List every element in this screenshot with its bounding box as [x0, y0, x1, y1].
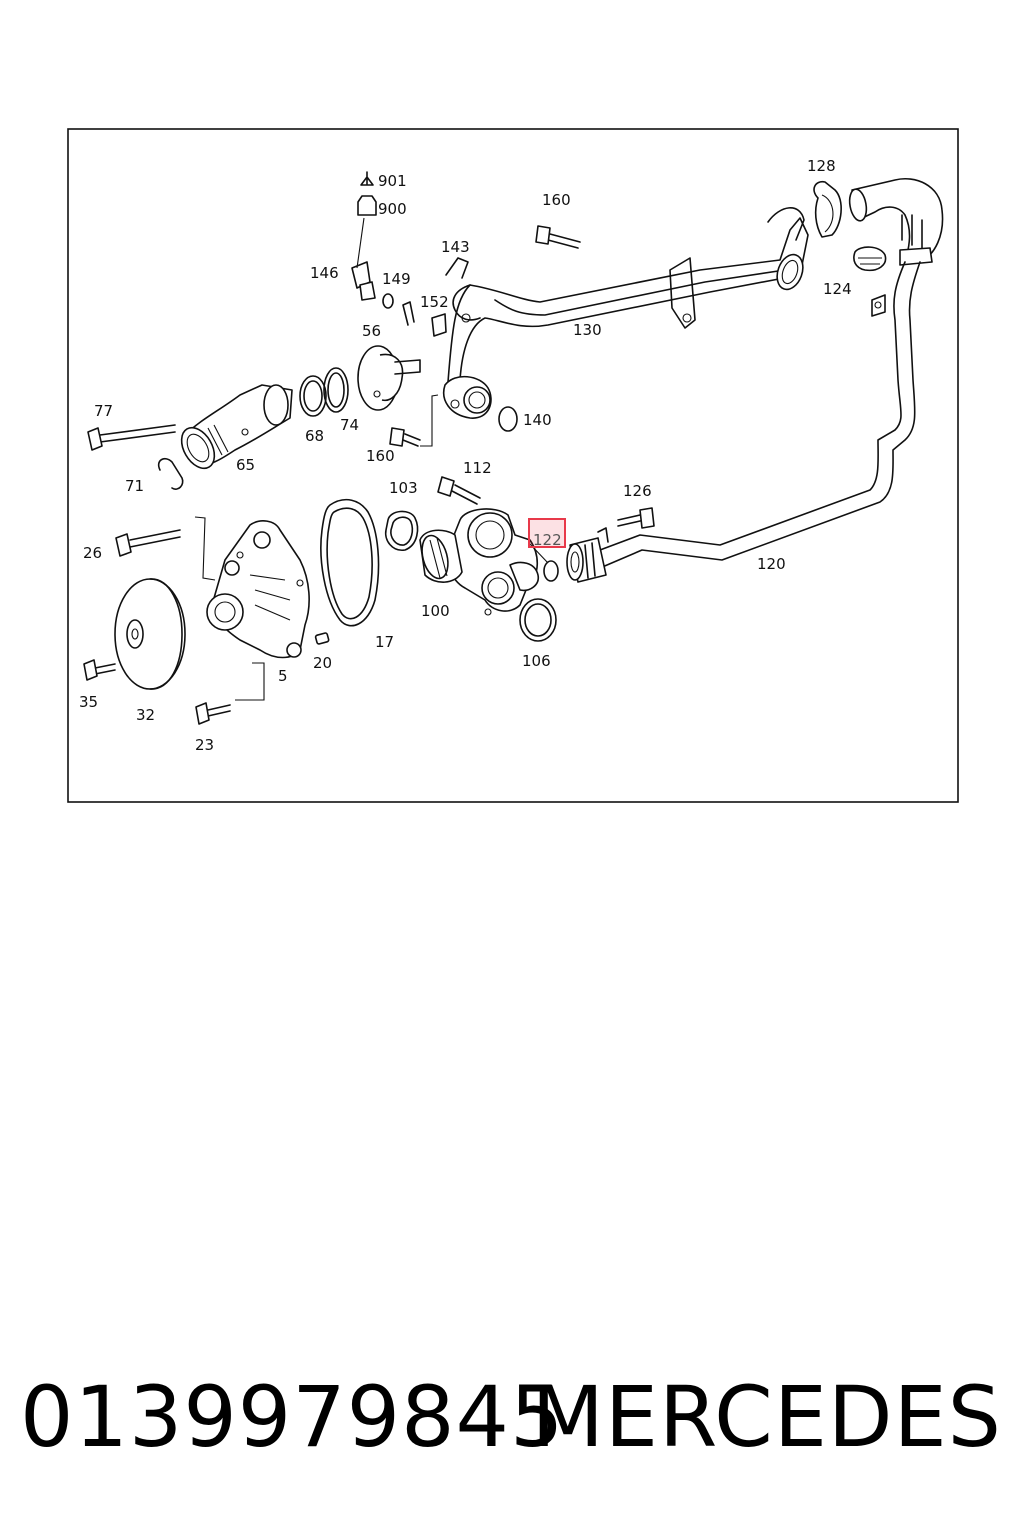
callout-112: 112 [463, 459, 492, 477]
callout-126: 126 [623, 482, 652, 500]
part-100-thermostat-housing[interactable] [418, 508, 540, 616]
part-106-seal[interactable] [519, 598, 557, 642]
callout-140: 140 [523, 411, 552, 429]
callout-146: 146 [310, 264, 339, 282]
callout-17: 17 [375, 633, 394, 651]
part-32-pulley[interactable] [114, 578, 186, 690]
part-130-coolant-pipe[interactable] [443, 207, 809, 419]
part-number: 0139979845 [20, 1368, 565, 1466]
callout-68: 68 [305, 427, 324, 445]
part-35-bolt[interactable] [83, 659, 116, 681]
callout-124: 124 [823, 280, 852, 298]
part-149-seal[interactable] [382, 293, 394, 309]
caption-bar: 0139979845 MERCEDES [0, 1362, 1024, 1472]
callout-160-upper: 160 [542, 191, 571, 209]
part-23-bolt[interactable] [195, 702, 231, 725]
callout-32: 32 [136, 706, 155, 724]
part-71-clip[interactable] [157, 458, 184, 490]
part-122-o-ring[interactable] [543, 560, 559, 582]
callout-122: 122 [533, 531, 562, 549]
callout-20: 20 [313, 654, 332, 672]
part-126-bolt[interactable] [617, 507, 655, 529]
part-68-seal[interactable] [299, 375, 327, 417]
callout-130: 130 [573, 321, 602, 339]
callout-128: 128 [807, 157, 836, 175]
brand-name: MERCEDES [531, 1368, 1002, 1466]
callout-103: 103 [389, 479, 418, 497]
part-17-gasket[interactable] [320, 498, 380, 627]
part-143-clip[interactable] [445, 257, 469, 279]
part-900-connector[interactable] [357, 195, 377, 216]
callout-100: 100 [421, 602, 450, 620]
callout-120: 120 [757, 555, 786, 573]
part-112-bolt[interactable] [437, 476, 481, 505]
callout-77: 77 [94, 402, 113, 420]
part-160-bolt-lower[interactable] [389, 427, 421, 447]
callout-143: 143 [441, 238, 470, 256]
callout-71: 71 [125, 477, 144, 495]
diagram-frame [67, 128, 959, 803]
part-20-dowel-pin[interactable] [314, 632, 330, 645]
part-77-bolt[interactable] [87, 424, 176, 451]
callout-56: 56 [362, 322, 381, 340]
callout-23: 23 [195, 736, 214, 754]
callout-901: 901 [378, 172, 407, 190]
callout-106: 106 [522, 652, 551, 670]
callout-5: 5 [278, 667, 288, 685]
callout-65: 65 [236, 456, 255, 474]
part-146-sensor[interactable] [351, 261, 376, 301]
part-74-seal[interactable] [323, 367, 349, 413]
part-5-water-pump[interactable] [206, 520, 310, 659]
callout-160-lower: 160 [366, 447, 395, 465]
callout-74: 74 [340, 416, 359, 434]
part-152-clip[interactable] [402, 301, 447, 337]
part-160-bolt-upper[interactable] [535, 225, 581, 249]
callout-35: 35 [79, 693, 98, 711]
callout-labels: 901 900 146 149 143 152 160 128 124 130 … [79, 157, 852, 754]
callout-149: 149 [382, 270, 411, 288]
part-56-thermostat[interactable] [357, 345, 421, 411]
part-124-hose-clamp[interactable] [853, 246, 887, 272]
part-103-seal[interactable] [384, 510, 419, 551]
part-140-seal[interactable] [498, 406, 518, 432]
callout-900: 900 [378, 200, 407, 218]
callout-26: 26 [83, 544, 102, 562]
part-26-bolt[interactable] [115, 529, 181, 557]
part-120-coolant-pipe[interactable] [566, 261, 921, 583]
part-65-coolant-elbow[interactable] [175, 384, 293, 474]
highlight-box-122[interactable] [528, 518, 566, 548]
part-901-connector[interactable] [360, 171, 374, 186]
part-128-hose-clamp[interactable] [813, 178, 944, 266]
callout-152: 152 [420, 293, 449, 311]
